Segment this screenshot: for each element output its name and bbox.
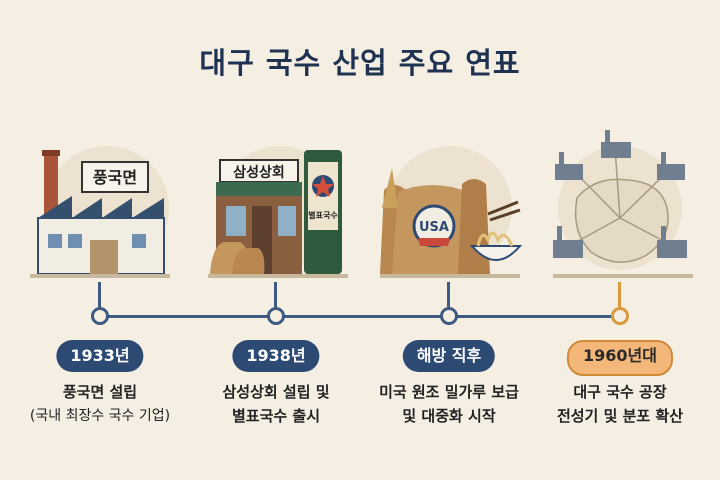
event-line: 삼성상회 설립 및 [222, 383, 330, 401]
factory-map-illustration [553, 130, 693, 278]
year-badge-liberation: 해방 직후 [402, 340, 496, 372]
shop-sign: 삼성상회 [233, 165, 285, 181]
factory-illustration: 풍국면 [30, 146, 170, 278]
event-line: 미국 원조 밀가루 보급 [379, 383, 519, 401]
flour-sack-illustration: USA [380, 146, 522, 278]
year-badge-1960s: 1960년대 [567, 340, 673, 376]
event-line: 전성기 및 분포 확산 [556, 407, 684, 425]
timeline-stem [98, 282, 101, 307]
timeline-node [91, 307, 109, 325]
year-badge-1933: 1933년 [56, 340, 144, 372]
event-line: 풍국면 설립 [62, 383, 138, 401]
timeline-node [440, 307, 458, 325]
factory-sign: 풍국면 [93, 168, 137, 187]
timeline-stem [447, 282, 450, 307]
page-title: 대구 국수 산업 주요 연표 [199, 46, 521, 80]
timeline-node [611, 307, 629, 325]
timeline-line [98, 315, 620, 318]
event-line: 및 대중화 시작 [402, 407, 496, 425]
shop-illustration: 삼성상회 별표국수 [208, 146, 348, 278]
timeline-stem [618, 282, 621, 307]
package-label: 별표국수 [308, 210, 338, 220]
usa-label: USA [419, 220, 449, 235]
event-line: (국내 최장수 국수 기업) [29, 408, 171, 424]
event-description: 삼성상회 설립 및 별표국수 출시 [181, 380, 371, 428]
timeline-node [267, 307, 285, 325]
event-description: 미국 원조 밀가루 보급 및 대중화 시작 [354, 380, 544, 428]
event-description: 풍국면 설립 (국내 최장수 국수 기업) [5, 380, 195, 428]
event-line: 대구 국수 공장 [573, 383, 667, 401]
event-line: 별표국수 출시 [231, 407, 321, 425]
timeline-stem [274, 282, 277, 307]
year-badge-1938: 1938년 [232, 340, 320, 372]
event-description: 대구 국수 공장 전성기 및 분포 확산 [525, 380, 715, 428]
